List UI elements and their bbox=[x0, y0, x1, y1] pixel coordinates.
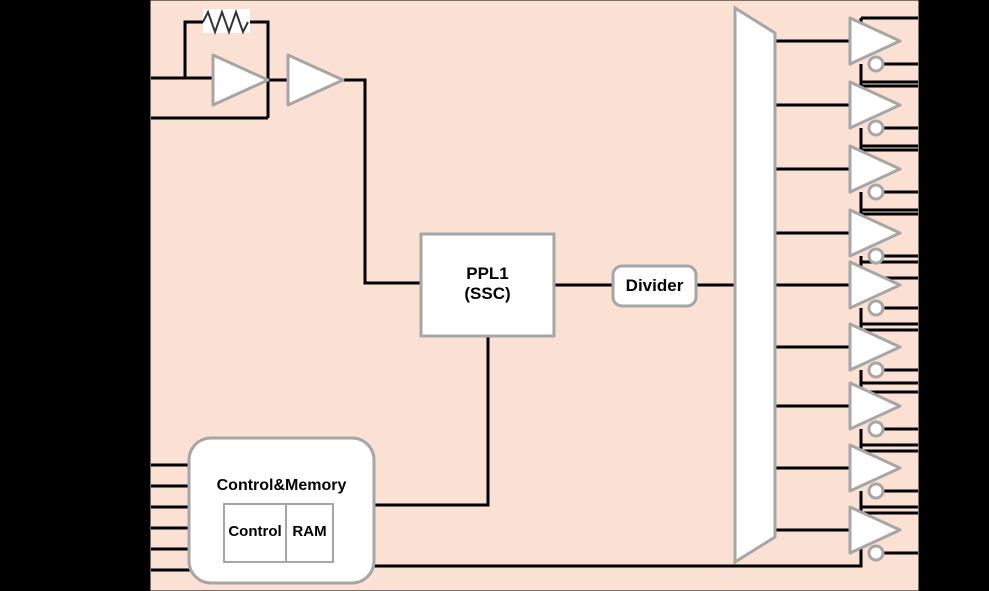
amp2-to-pll-wire bbox=[343, 78, 421, 285]
resistor-icon bbox=[202, 8, 250, 36]
ram-subblock[interactable] bbox=[285, 503, 334, 563]
buffer-amplifier-icon[interactable] bbox=[286, 53, 345, 107]
feedback-left-leg bbox=[183, 20, 206, 78]
inverting-bubble-1-icon bbox=[867, 55, 885, 73]
divider-block[interactable] bbox=[611, 264, 698, 308]
output-buffer-3-icon[interactable] bbox=[848, 144, 902, 194]
output-buffer-5-icon[interactable] bbox=[848, 260, 902, 310]
inverting-bubble-5-icon bbox=[867, 299, 885, 317]
inverting-bubble-8-icon bbox=[867, 482, 885, 500]
inverting-bubble-2-icon bbox=[867, 119, 885, 137]
control-subblock[interactable] bbox=[223, 503, 287, 563]
output-buffer-6-icon[interactable] bbox=[848, 322, 902, 372]
output-buffer-4-icon[interactable] bbox=[848, 208, 902, 258]
inverting-bubble-9-icon bbox=[867, 544, 885, 562]
feedback-right-leg bbox=[247, 20, 270, 118]
output-buffer-8-icon[interactable] bbox=[848, 443, 902, 493]
inverting-bubble-4-icon bbox=[867, 247, 885, 265]
output-buffer-7-icon[interactable] bbox=[848, 381, 902, 431]
output-buffer-1-icon[interactable] bbox=[848, 16, 902, 66]
crystal-amplifier-icon[interactable] bbox=[211, 53, 270, 107]
output-buffer-9-icon[interactable] bbox=[848, 505, 902, 555]
distribution-mux[interactable] bbox=[733, 5, 777, 565]
inverting-bubble-3-icon bbox=[867, 183, 885, 201]
inverting-bubble-7-icon bbox=[867, 420, 885, 438]
pll-block[interactable] bbox=[419, 232, 556, 338]
pll-to-control-wire bbox=[374, 336, 490, 507]
inverting-bubble-6-icon bbox=[867, 361, 885, 379]
output-buffer-2-icon[interactable] bbox=[848, 80, 902, 130]
